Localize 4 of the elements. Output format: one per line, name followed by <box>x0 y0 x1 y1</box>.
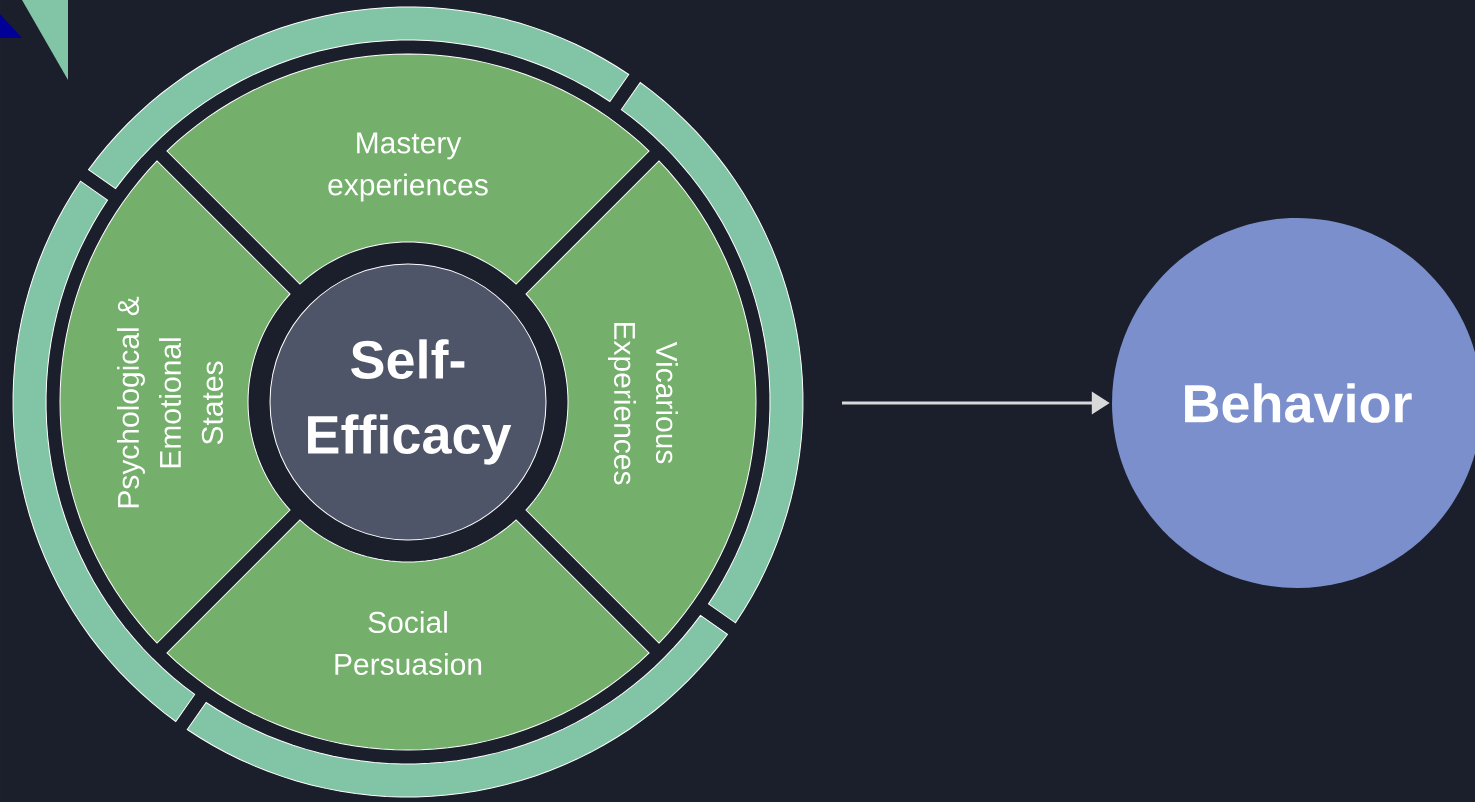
ring-segment: Vicarious Experiences <box>525 160 757 644</box>
ring-segment: Social Persuasion <box>166 519 650 751</box>
ring-segment: Psychological & Emotional States <box>59 160 291 644</box>
ring-segment: Mastery experiences <box>166 53 650 285</box>
